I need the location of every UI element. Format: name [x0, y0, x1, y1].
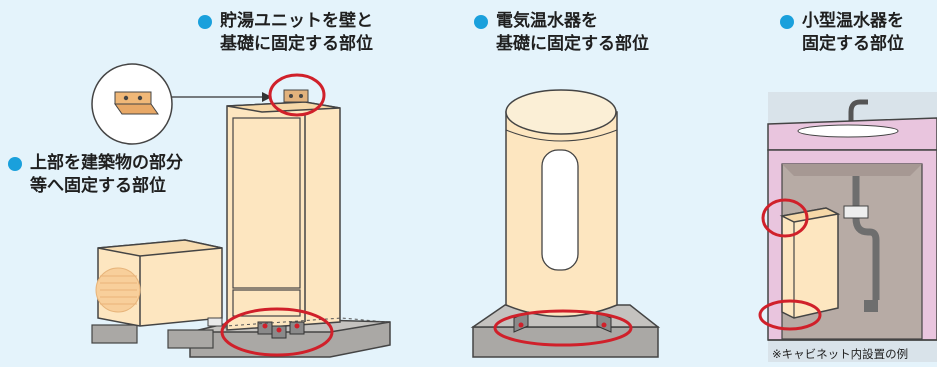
heat-pump-unit: [95, 239, 223, 327]
wall-bracket: [283, 89, 309, 103]
bullet-icon: [8, 156, 22, 171]
electric-heater-tank: [505, 89, 618, 318]
small-heater-box: [779, 207, 841, 319]
label-small-heater-line1: 小型温水器を: [802, 11, 904, 31]
label-unit-top-line2: 等へ固定する部位: [30, 176, 166, 196]
middle-scene: [470, 89, 661, 358]
storage-unit: [221, 89, 387, 339]
bracket-detail-callout: [91, 63, 272, 145]
right-scene: [758, 92, 937, 362]
label-electric-heater: 電気温水器を 基礎に固定する部位: [474, 10, 649, 56]
label-electric-heater-line2: 基礎に固定する部位: [496, 34, 649, 54]
cabinet-note: ※キャビネット内設置の例: [772, 347, 909, 361]
highlight-left-base: [220, 307, 334, 357]
bullet-icon: [780, 14, 794, 29]
label-unit-wall: 貯湯ユニットを壁と 基礎に固定する部位: [198, 10, 373, 56]
label-unit-wall-line2: 基礎に固定する部位: [220, 34, 373, 54]
arrow-icon: [262, 92, 272, 102]
label-small-heater: 小型温水器を 固定する部位: [780, 10, 904, 56]
highlight-top-bracket: [268, 73, 326, 117]
label-unit-top: 上部を建築物の部分 等へ固定する部位: [8, 152, 183, 198]
bullet-icon: [474, 14, 488, 29]
highlight-middle-base: [493, 309, 633, 347]
label-small-heater-line2: 固定する部位: [802, 34, 904, 54]
label-electric-heater-line1: 電気温水器を: [496, 11, 598, 31]
highlight-right-upper: [761, 198, 809, 238]
left-scene: [91, 63, 391, 358]
bullet-icon: [198, 14, 212, 29]
label-unit-top-line1: 上部を建築物の部分: [30, 153, 183, 173]
faucet-icon: [848, 99, 868, 128]
highlight-right-lower: [758, 299, 822, 331]
label-unit-wall-line1: 貯湯ユニットを壁と: [220, 11, 373, 31]
